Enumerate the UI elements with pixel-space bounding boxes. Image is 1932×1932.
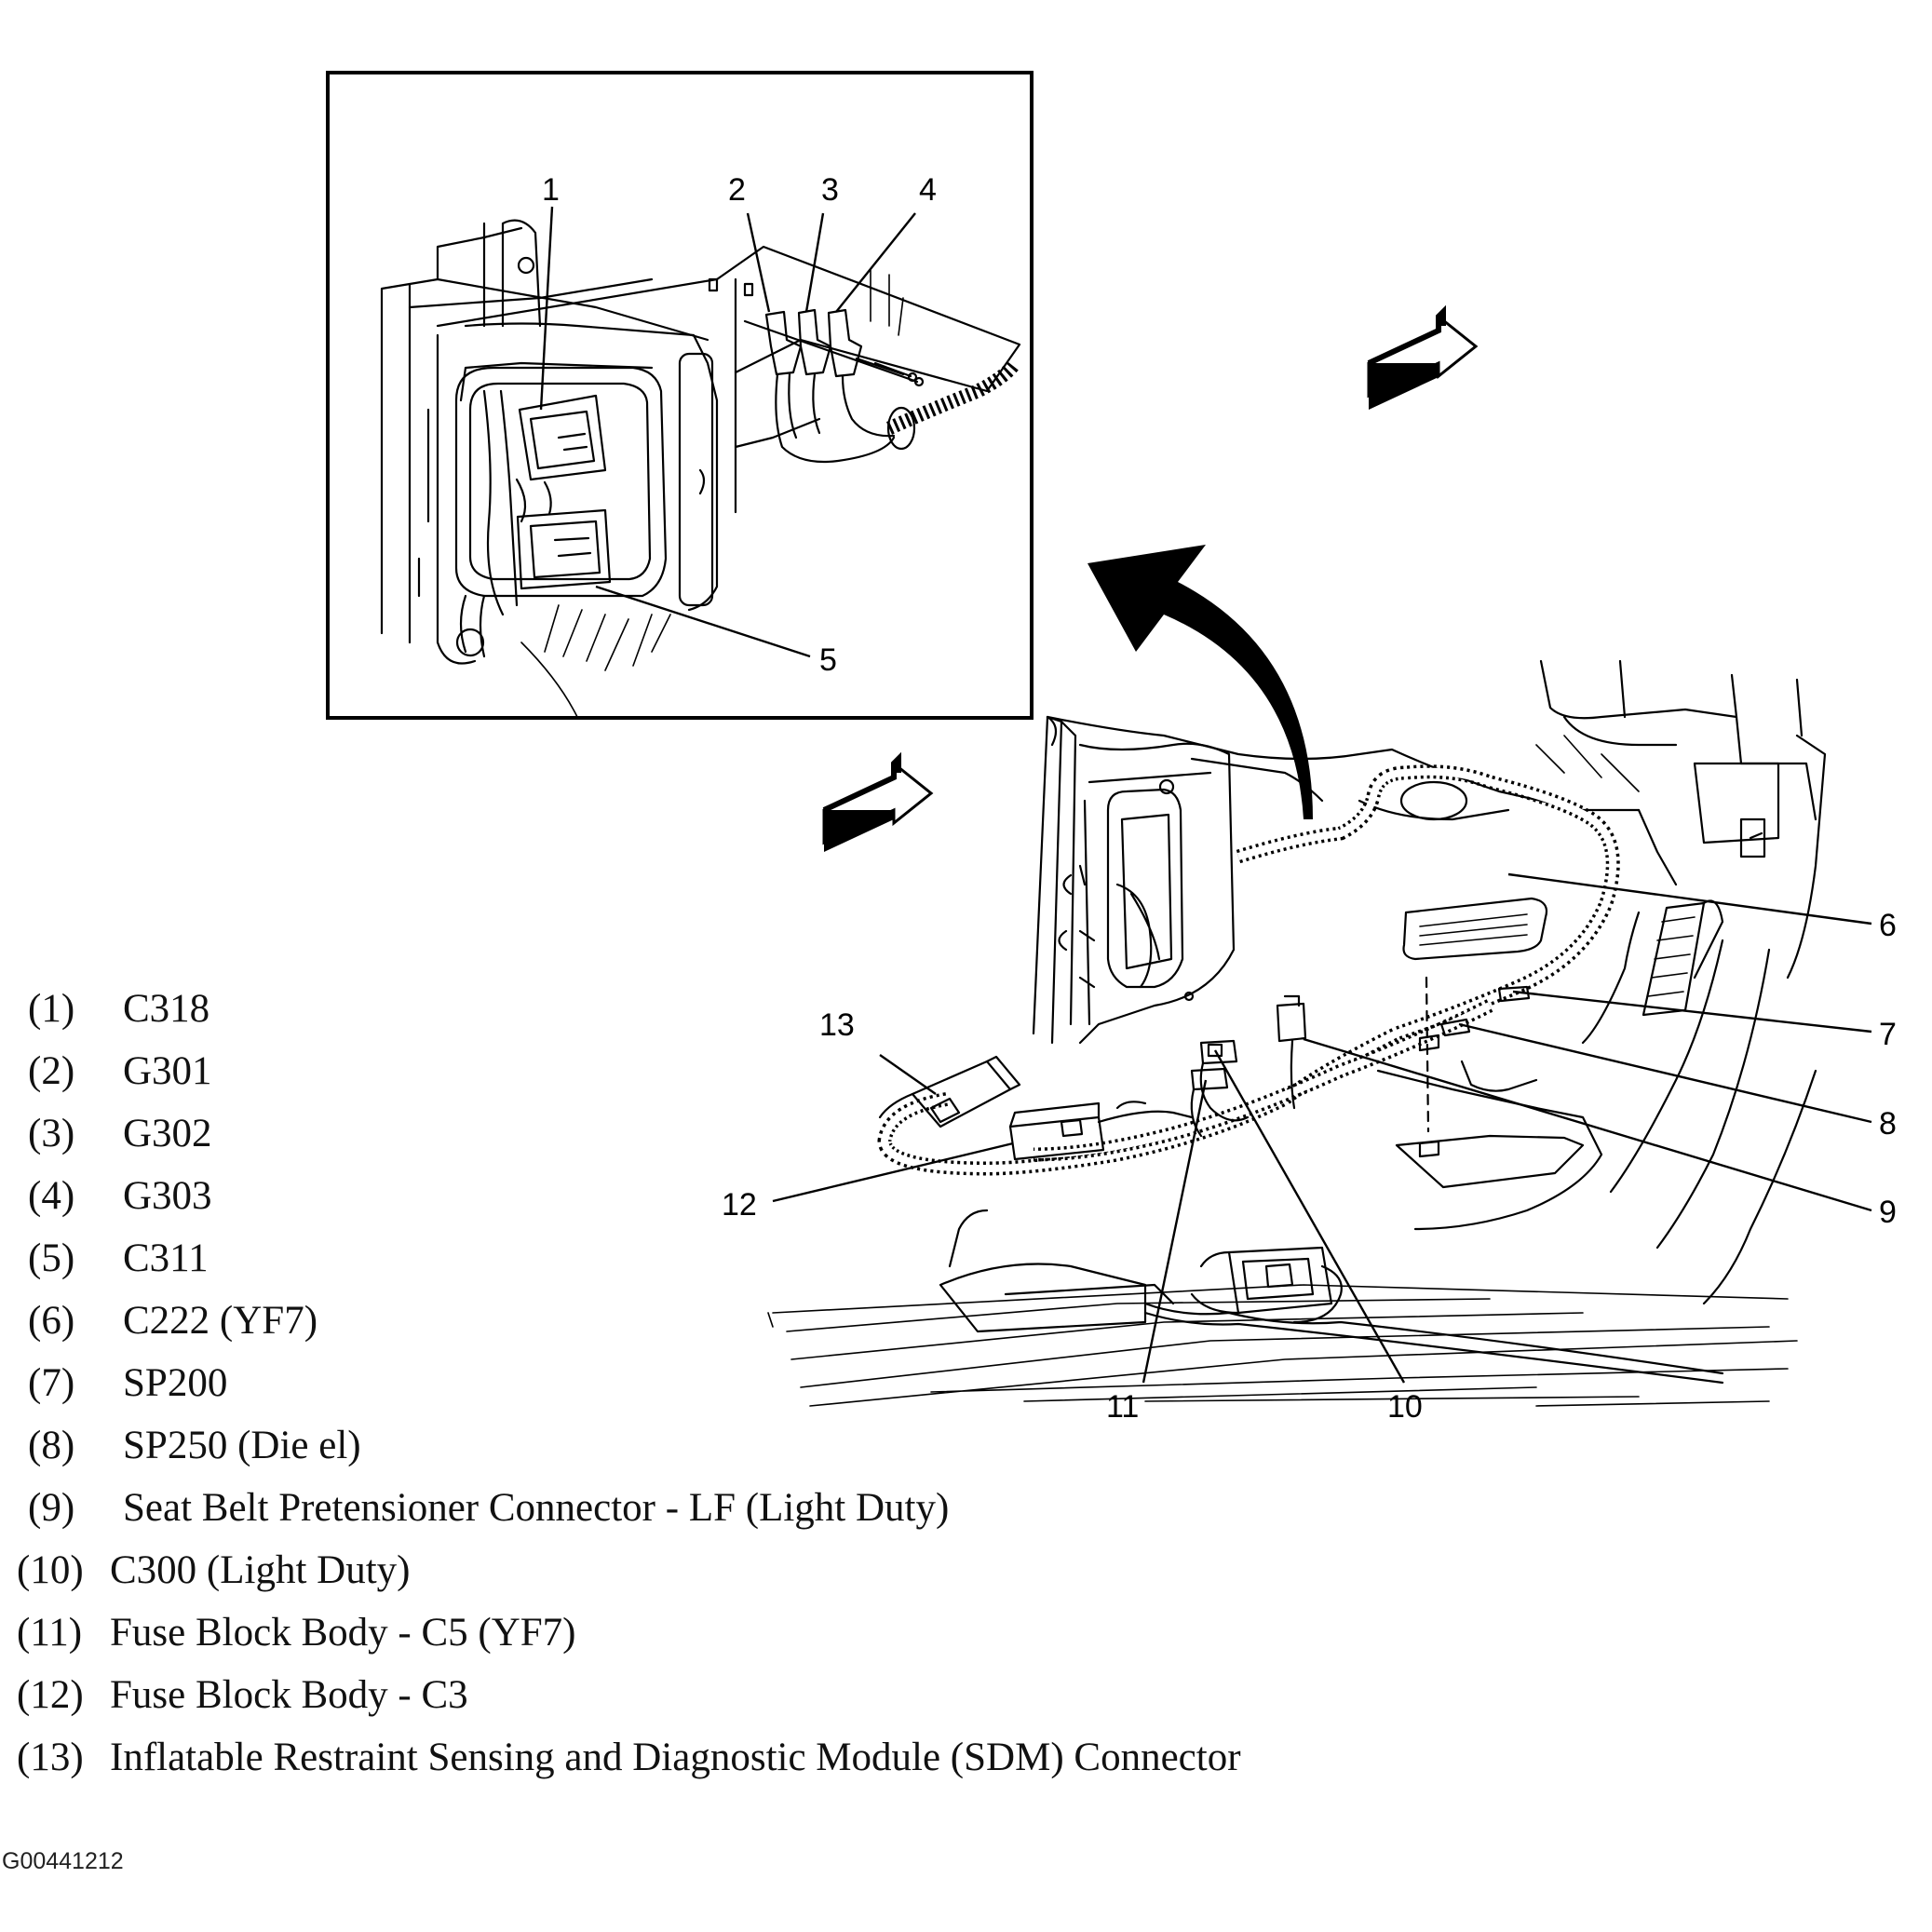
legend-number: (1) [28,987,75,1031]
legend-item: (2) G301 [28,1040,1241,1102]
connector-c311 [516,508,612,590]
callout-2: 2 [728,172,746,208]
legend-text: Inflatable Restraint Sensing and Diagnos… [110,1736,1241,1779]
legend-text: G301 [123,1049,212,1093]
legend-number: (3) [28,1112,75,1155]
callout-9: 9 [1879,1195,1897,1230]
callout-1: 1 [542,172,560,208]
legend-text: SP250 (Die el) [123,1424,361,1467]
legend-text: G302 [123,1112,212,1155]
legend-item: (6) C222 (YF7) [28,1290,1241,1352]
forward-arrow-icon [1367,304,1479,410]
component-legend: (1)C318 (2)G301 (3)G302 (4)G303 (5)C311 … [17,978,1241,1789]
connector-c318 [518,394,607,481]
legend-number: (9) [28,1486,75,1530]
fuse-block-body [1143,1246,1724,1385]
legend-text: SP200 [123,1361,228,1405]
callout-5: 5 [819,642,837,678]
connector-fuse-block-c5 [1190,1067,1229,1138]
callout-13: 13 [819,1007,855,1043]
callout-4: 4 [919,172,937,208]
detail-inset: 1 2 3 4 5 [326,71,1034,720]
legend-number: (7) [28,1361,75,1405]
legend-item: (5) C311 [28,1227,1241,1290]
legend-number: (6) [28,1299,75,1343]
legend-text: Fuse Block Body - C3 [110,1673,468,1717]
callout-10: 10 [1387,1389,1423,1425]
legend-item: (4) G303 [28,1165,1241,1227]
legend-number: (13) [17,1736,84,1779]
splice-sp200 [1497,985,1531,1003]
legend-item: (12) Fuse Block Body - C3 [17,1664,1241,1726]
legend-item: (1) C318 [28,978,1241,1040]
legend-text: Fuse Block Body - C5 (YF7) [110,1611,576,1655]
legend-item: (9) Seat Belt Pretensioner Connector - LF… [28,1477,1241,1539]
legend-number: (10) [17,1548,84,1592]
legend-item: (11) Fuse Block Body - C5 (YF7) [17,1601,1241,1664]
vehicle-floor-view: 6 7 8 9 10 11 12 13 [722,659,1897,1425]
legend-item: (13) Inflatable Restraint Sensing and Dia… [17,1726,1241,1789]
legend-text: Seat Belt Pretensioner Connector - LF (L… [123,1486,950,1530]
legend-number: (4) [28,1174,75,1218]
callout-12: 12 [722,1187,757,1223]
splice-sp250 [1439,1018,1471,1037]
figure-id: G00441212 [2,1848,124,1874]
legend-item: (10) C300 (Light Duty) [17,1539,1241,1601]
connector-c300 [1199,1039,1250,1122]
legend-text: C222 (YF7) [123,1299,318,1343]
connector-sdm [878,1055,1021,1128]
legend-number: (12) [17,1673,84,1717]
inset-frame [326,71,1034,720]
callout-11: 11 [1106,1389,1139,1425]
connector-c3 [1008,1101,1194,1161]
legend-item: (3) G302 [28,1102,1241,1165]
callout-7: 7 [1879,1017,1897,1052]
ground-studs [708,245,1021,514]
legend-number: (8) [28,1424,75,1467]
legend-number: (5) [28,1236,75,1280]
legend-text: G303 [123,1174,212,1218]
legend-item: (7) SP200 [28,1352,1241,1414]
detail-view-arrow-icon [1088,545,1313,819]
callout-3: 3 [821,172,839,208]
legend-text: C318 [123,987,210,1031]
legend-text: C300 (Light Duty) [110,1548,411,1592]
legend-text: C311 [123,1236,209,1280]
legend-number: (2) [28,1049,75,1093]
forward-arrow-icon [822,751,934,852]
connector-seat-belt-pretensioner [1276,994,1307,1110]
callout-8: 8 [1879,1106,1897,1142]
legend-number: (11) [17,1611,83,1655]
callout-6: 6 [1879,908,1897,943]
legend-item: (8) SP250 (Die el) [28,1414,1241,1477]
